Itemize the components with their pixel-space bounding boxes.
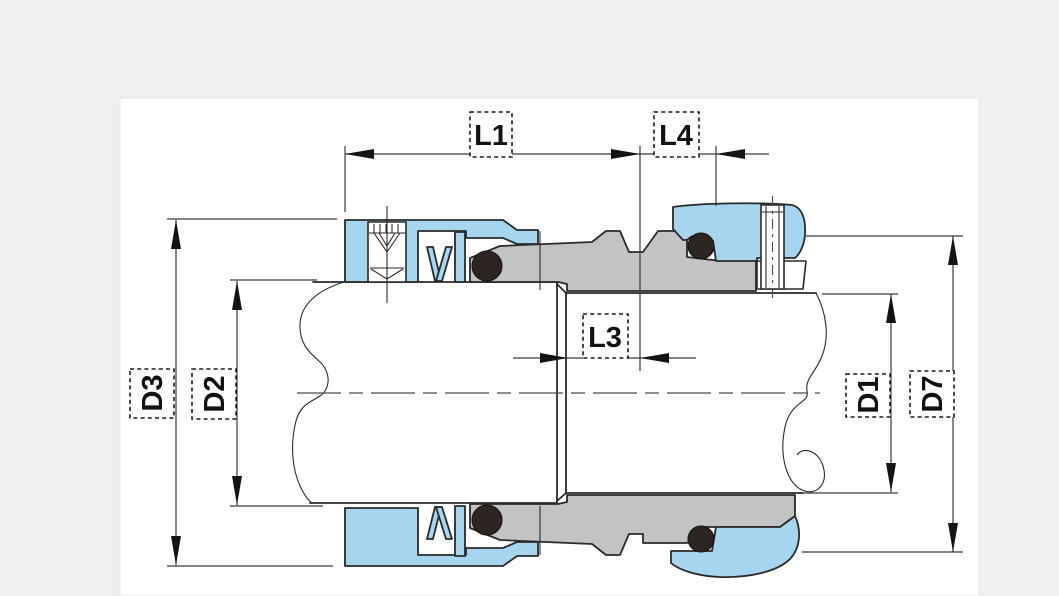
upper-follower-ring — [454, 231, 466, 283]
dimension-labels: L1 L4 L3 D3 D2 D1 D7 — [129, 111, 955, 420]
lower-drive-collar — [670, 515, 800, 578]
dim-label-d3: D3 — [137, 374, 169, 411]
dimension-lines — [167, 146, 963, 567]
upper-seat-spring — [369, 206, 405, 303]
dim-label-l4: L4 — [659, 120, 693, 152]
dim-label-d2: D2 — [199, 375, 231, 412]
shaft — [292, 281, 827, 504]
dim-label-l3: L3 — [588, 322, 622, 354]
dim-label-d1: D1 — [853, 376, 885, 413]
upper-seal-faces-and-sleeve — [469, 230, 757, 292]
set-screw — [760, 196, 785, 302]
lower-seal-assembly — [344, 494, 800, 578]
lower-right-o-ring — [687, 525, 715, 553]
lower-seal-faces-and-sleeve — [469, 494, 796, 556]
dim-label-box-l4 — [653, 111, 700, 158]
dim-label-d7: D7 — [917, 375, 949, 412]
dim-label-box-l3 — [582, 313, 629, 359]
shaft-break-line-left — [292, 281, 345, 504]
dim-label-box-d3 — [129, 368, 175, 419]
upper-seal-assembly — [344, 196, 807, 303]
upper-right-o-ring — [687, 232, 715, 260]
dim-label-l1: L1 — [474, 120, 508, 152]
dim-label-box-d2 — [191, 368, 237, 420]
dim-label-box-d1 — [845, 373, 891, 418]
lower-follower-ring — [454, 505, 466, 557]
lower-left-o-ring — [471, 504, 503, 536]
lower-spring-arm — [435, 506, 453, 540]
dim-label-box-d7 — [909, 370, 955, 418]
upper-spring-arm — [435, 246, 453, 282]
lower-gland — [344, 507, 539, 567]
upper-left-o-ring — [471, 250, 503, 282]
shaft-break-line-right — [782, 292, 827, 493]
dim-label-box-l1 — [469, 111, 513, 158]
